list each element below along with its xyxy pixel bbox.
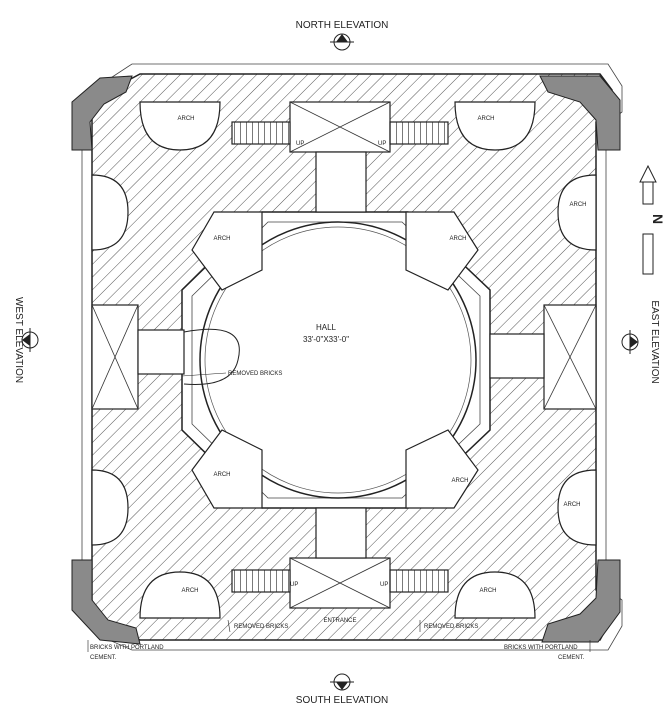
removed-bricks-label: REMOVED BRICKS — [424, 624, 478, 630]
north-elevation-label: NORTH ELEVATION — [296, 20, 389, 31]
hall-dome-circle — [199, 221, 477, 499]
arch-label: ARCH — [449, 236, 466, 242]
up-label: UP — [290, 582, 298, 588]
arch-label: ARCH — [569, 202, 586, 208]
entrance-label: ENTRANCE — [323, 618, 356, 624]
north-bay — [231, 101, 449, 213]
east-elevation-marker: EAST ELEVATION — [621, 300, 660, 384]
arch-label: ARCH — [477, 116, 494, 122]
arch-label: ARCH — [213, 472, 230, 478]
arch-label: ARCH — [563, 502, 580, 508]
removed-bricks-label: REMOVED BRICKS — [234, 624, 288, 630]
hall-title: HALL — [316, 323, 337, 332]
hall-dimensions: 33'-0"X33'-0" — [303, 335, 349, 344]
corner-damage — [71, 75, 621, 645]
west-bay — [91, 304, 240, 410]
up-label: UP — [296, 141, 304, 147]
bricks-note-left-line2: CEMENT. — [90, 655, 117, 661]
bricks-note-left-line1: BRICKS WITH PORTLAND — [90, 645, 164, 651]
bricks-note-right-line2: CEMENT. — [558, 655, 585, 661]
north-elevation-marker: NORTH ELEVATION — [296, 20, 389, 51]
south-elevation-label: SOUTH ELEVATION — [296, 695, 388, 706]
side-arches — [91, 174, 597, 546]
up-label: UP — [380, 582, 388, 588]
west-elevation-marker: WEST ELEVATION — [13, 297, 39, 383]
arch-label: ARCH — [177, 116, 194, 122]
hall-dome-inner — [204, 226, 472, 494]
arch-label: ARCH — [451, 478, 468, 484]
diagonal-arches — [191, 211, 479, 509]
arch-label: ARCH — [479, 588, 496, 594]
top-arches — [139, 101, 536, 619]
removed-bricks-label: REMOVED BRICKS — [228, 371, 282, 377]
south-bay — [231, 507, 449, 609]
west-elevation-label: WEST ELEVATION — [13, 297, 24, 383]
east-bay — [489, 304, 597, 410]
north-arrow-icon: N — [639, 164, 666, 275]
bricks-note-right-line1: BRICKS WITH PORTLAND — [504, 645, 578, 651]
south-elevation-marker: SOUTH ELEVATION — [296, 673, 388, 706]
arch-label: ARCH — [213, 236, 230, 242]
arch-label: ARCH — [181, 588, 198, 594]
east-elevation-label: EAST ELEVATION — [649, 300, 660, 383]
up-label: UP — [378, 141, 386, 147]
north-arrow-label: N — [650, 214, 666, 224]
